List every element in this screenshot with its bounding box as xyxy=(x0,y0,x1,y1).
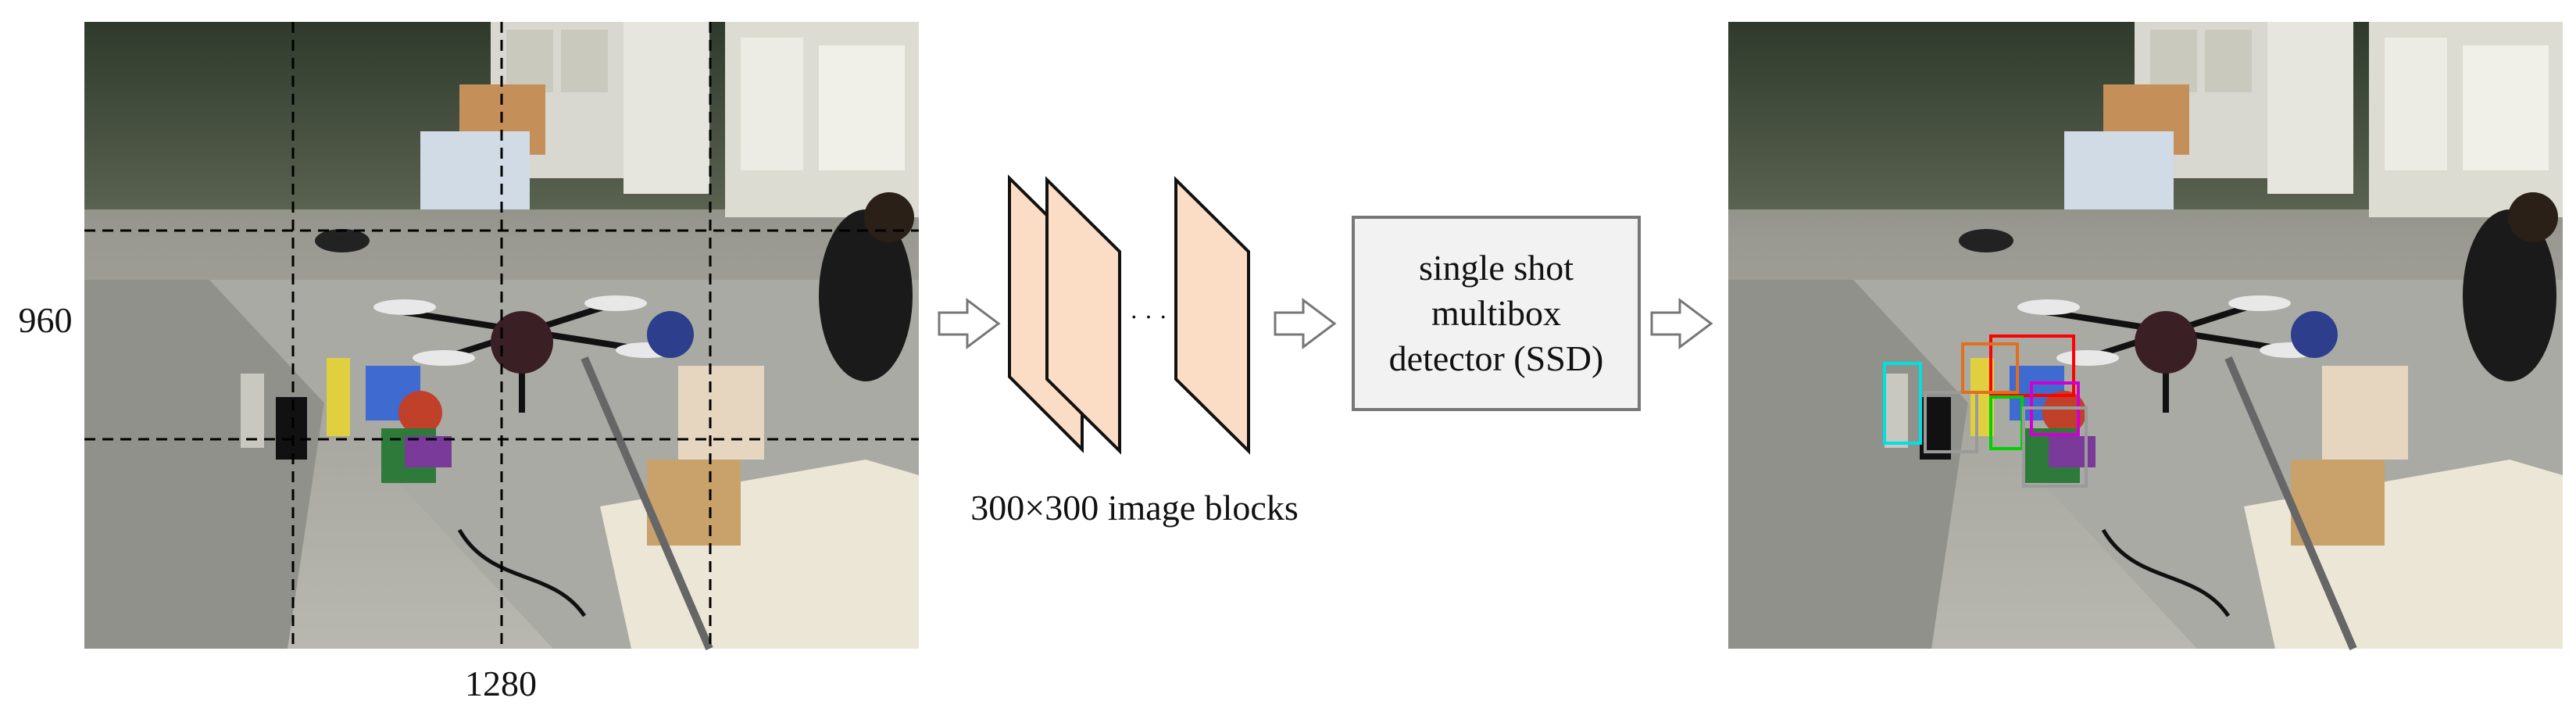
blocks-label: 300×300 image blocks xyxy=(970,488,1298,528)
detection-box-cyan xyxy=(1883,362,1922,445)
detector-label-line1: single shot xyxy=(1419,248,1574,288)
arrow-to-blocks xyxy=(938,298,1001,349)
detector-label-line2: multibox xyxy=(1431,293,1561,333)
image-block-2 xyxy=(1045,176,1121,455)
input-image xyxy=(84,22,919,649)
height-label: 960 xyxy=(19,300,73,340)
detection-box-orange xyxy=(1961,342,2019,394)
output-image xyxy=(1728,22,2563,649)
blocks-ellipsis: · · · xyxy=(1130,302,1167,331)
image-block-n xyxy=(1174,176,1250,455)
detection-boxes xyxy=(1883,335,2088,488)
arrow-to-detector xyxy=(1274,298,1337,349)
detection-box-gray-1 xyxy=(1924,391,1978,453)
image-blocks xyxy=(1008,174,1250,455)
ssd-detector-box xyxy=(1352,216,1641,411)
arrow-to-output xyxy=(1650,298,1713,349)
detection-box-gray-2 xyxy=(2022,406,2088,488)
detector-label-line3: detector (SSD) xyxy=(1389,338,1604,378)
width-label: 1280 xyxy=(465,664,537,703)
grid-lines xyxy=(84,22,919,649)
